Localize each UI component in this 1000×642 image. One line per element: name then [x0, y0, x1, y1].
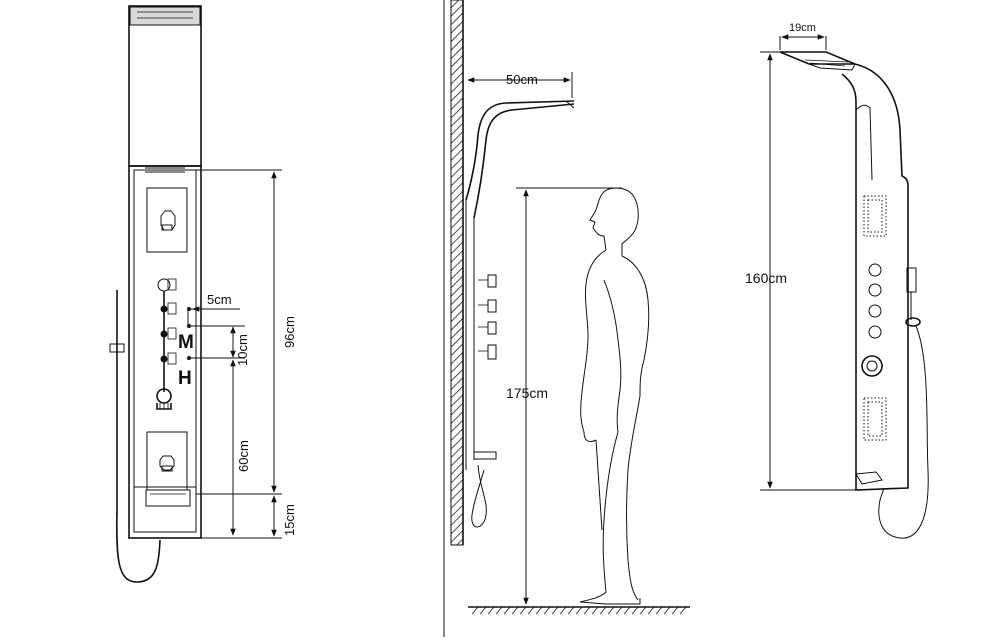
perspective-lower-jets — [863, 397, 887, 441]
side-view: 50cm — [443, 0, 690, 637]
tub-spout — [145, 489, 191, 507]
dim-175cm: 175cm — [506, 385, 548, 401]
dim-5cm: 5cm — [207, 292, 232, 307]
side-knob-1 — [487, 274, 497, 288]
perspective-panel-body — [841, 63, 909, 491]
lower-body-jet — [146, 431, 188, 491]
front-hose — [116, 509, 161, 583]
dim-10cm: 10cm — [235, 334, 250, 366]
perspective-knob-3 — [868, 304, 882, 318]
label-h: H — [178, 368, 192, 389]
floor-hatch — [471, 606, 687, 615]
dim-60cm: 60cm — [236, 440, 251, 472]
dim-15cm: 15cm — [282, 504, 297, 536]
slide-holder — [109, 343, 125, 353]
dim-50cm: 50cm — [506, 72, 538, 87]
side-knob-2 — [487, 299, 497, 313]
jet-control-1 — [160, 305, 168, 313]
wall-hatch — [450, 0, 464, 546]
perspective-mixer — [861, 355, 883, 377]
side-knob-4 — [487, 344, 497, 360]
rain-head-top — [129, 6, 201, 26]
upper-body-jet — [146, 187, 188, 253]
label-m: M — [178, 332, 194, 353]
perspective-hose — [878, 325, 929, 539]
panel-inner-frame — [133, 169, 197, 533]
jet-control-3 — [160, 355, 168, 363]
front-view: M H 5cm 10cm 60cm 96cm — [109, 5, 297, 583]
side-knob-3 — [487, 321, 497, 335]
panel-body — [128, 165, 202, 539]
person-figure — [579, 187, 650, 605]
jet-control-2 — [160, 330, 168, 338]
side-hose — [471, 464, 487, 528]
perspective-view: 19cm 160cm — [745, 22, 929, 539]
side-panel-profile — [465, 100, 575, 201]
perspective-spout — [855, 471, 883, 485]
dim-19cm: 19cm — [789, 22, 816, 34]
dim-96cm: 96cm — [282, 316, 297, 348]
side-spout — [474, 451, 497, 460]
perspective-upper-jets — [863, 195, 887, 237]
perspective-knob-2 — [868, 283, 882, 297]
panel-top-section — [128, 5, 202, 167]
dim-160cm: 160cm — [745, 270, 787, 286]
perspective-knob-1 — [868, 263, 882, 277]
perspective-knob-4 — [868, 325, 882, 339]
